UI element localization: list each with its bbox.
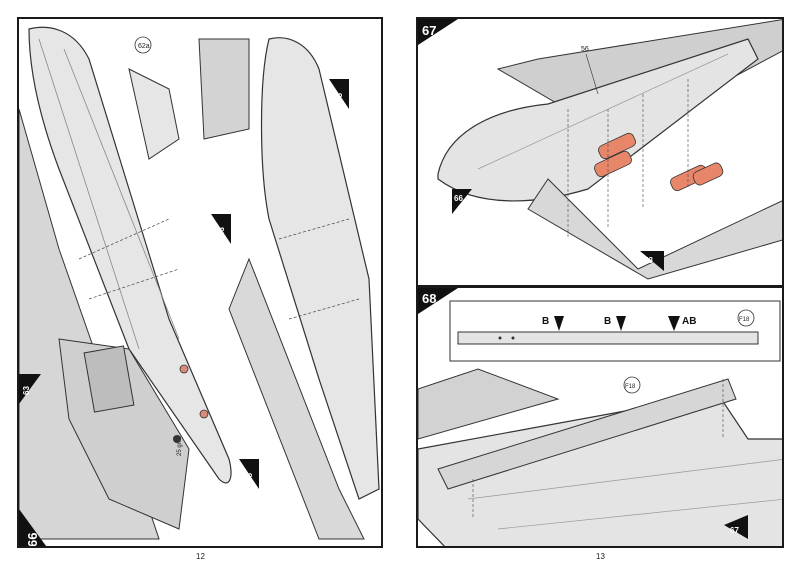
callout-67: 67 [724, 515, 748, 539]
part-label-56: 56 [581, 46, 589, 53]
callout-53: 53 [640, 251, 664, 271]
callout-63-a: 63 [19, 374, 41, 404]
callout-66: 66 [452, 189, 472, 214]
step-68-badge: 68 [418, 288, 458, 314]
page-number-left: 12 [196, 552, 205, 561]
bulkhead-part [128, 68, 180, 160]
svg-text:66: 66 [454, 194, 463, 203]
svg-text:B: B [542, 316, 549, 327]
instruction-page-right: 56 66 53 67 68 [416, 17, 784, 548]
callout-65-b: 65 [239, 459, 259, 489]
svg-text:67: 67 [730, 526, 739, 535]
svg-text:65: 65 [245, 473, 254, 482]
marker-ab: AB [668, 316, 696, 331]
fuselage-lower-right [228, 257, 365, 540]
svg-text:B: B [604, 316, 611, 327]
callout-65-a: 65 [329, 79, 349, 109]
callout-63-b: 63 [211, 214, 231, 244]
fuselage-nose [437, 38, 759, 202]
instruction-page-left: 62a 25 gms 63 63 65 65 66 [17, 17, 383, 548]
strip-detail-inset [449, 300, 781, 362]
part-label-f18: F18 [625, 384, 636, 390]
svg-text:68: 68 [422, 291, 436, 306]
cockpit-tub [198, 38, 250, 140]
exhaust-cans-lower [670, 162, 724, 192]
weight-note: 25 gms [177, 436, 183, 456]
panel-divider [418, 285, 782, 288]
marker-b-1: B [542, 316, 564, 331]
right-page-illustration: 56 66 53 67 68 [418, 19, 782, 546]
part-label-62a: 62a [138, 43, 150, 50]
svg-text:53: 53 [644, 256, 653, 265]
page-number-right: 13 [596, 552, 605, 561]
svg-text:63: 63 [217, 227, 226, 236]
svg-text:65: 65 [335, 93, 344, 102]
step-67-badge: 67 [418, 19, 458, 45]
fuselage-half-right [260, 37, 380, 500]
svg-text:AB: AB [682, 316, 696, 327]
f18-strip-fitted [437, 378, 737, 490]
strip-part-label: F18 [739, 317, 750, 323]
left-page-illustration: 62a 25 gms 63 63 65 65 66 [19, 26, 380, 547]
svg-text:67: 67 [422, 23, 436, 38]
exhaust-cans-upper [594, 132, 636, 178]
nose-weight-marker [179, 364, 189, 374]
step-67-illustration: 56 66 53 67 [418, 19, 782, 280]
lower-fuselage-section [527, 178, 782, 280]
svg-text:66: 66 [25, 533, 40, 547]
marker-b-2: B [604, 316, 626, 331]
svg-text:63: 63 [22, 386, 31, 395]
f18-strip [457, 331, 759, 345]
step-68-illustration: 68 B B AB F18 [418, 288, 782, 546]
